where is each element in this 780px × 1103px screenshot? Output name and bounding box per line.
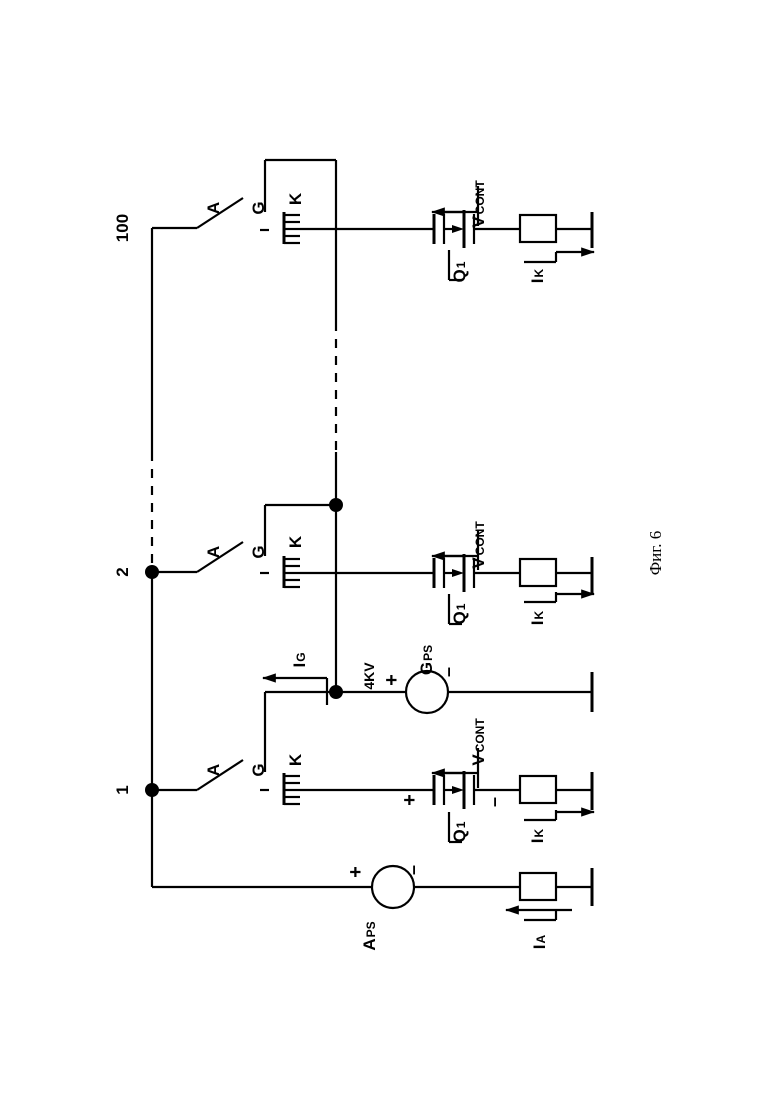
junction-dot [145,783,159,797]
gate-supply-minus: – [438,667,458,677]
node-label-1: 1 [113,785,132,794]
junction-dot [329,685,343,699]
branch-100 [152,160,592,280]
branch-1 [152,748,592,842]
anode-label: A [204,202,223,214]
ik-label: IK [528,610,547,625]
node-label-100: 100 [113,214,132,242]
vcont-label: VCONT [469,521,488,569]
vcont-label: VCONT [469,718,488,766]
ik-label: IK [528,828,547,843]
ia-label: IA [530,934,549,949]
mosfet-label: Q1 [450,261,469,282]
mosfet-minus: – [484,797,504,807]
gate-supply-voltage: 4KV [361,662,377,690]
anode-label: A [204,764,223,776]
ik-label: IK [528,268,547,283]
vcont-label: VCONT [469,180,488,228]
ig-label: IG [290,652,309,667]
gate-supply-label: GPS [417,645,436,675]
junction-dot [329,498,343,512]
anode-supply-label: APS [360,921,379,950]
anode-label: A [204,546,223,558]
cathode-label: K [286,535,305,548]
gate-supply [265,671,592,772]
branch-2 [152,505,592,624]
junction-dot [145,565,159,579]
anode-supply-plus: + [345,866,367,878]
anode-supply [152,866,592,920]
gate-label: G [249,201,268,214]
mosfet-plus: + [399,794,421,806]
gate-supply-plus: + [381,674,403,686]
mosfet-label: Q1 [450,821,469,842]
figure-caption: Фиг. 6 [646,531,665,576]
cathode-label: K [286,192,305,205]
anode-supply-minus: – [403,865,423,875]
gate-label: G [249,545,268,558]
node-label-2: 2 [113,567,132,576]
gate-label: G [249,763,268,776]
cathode-label: K [286,753,305,766]
mosfet-label: Q1 [450,603,469,624]
